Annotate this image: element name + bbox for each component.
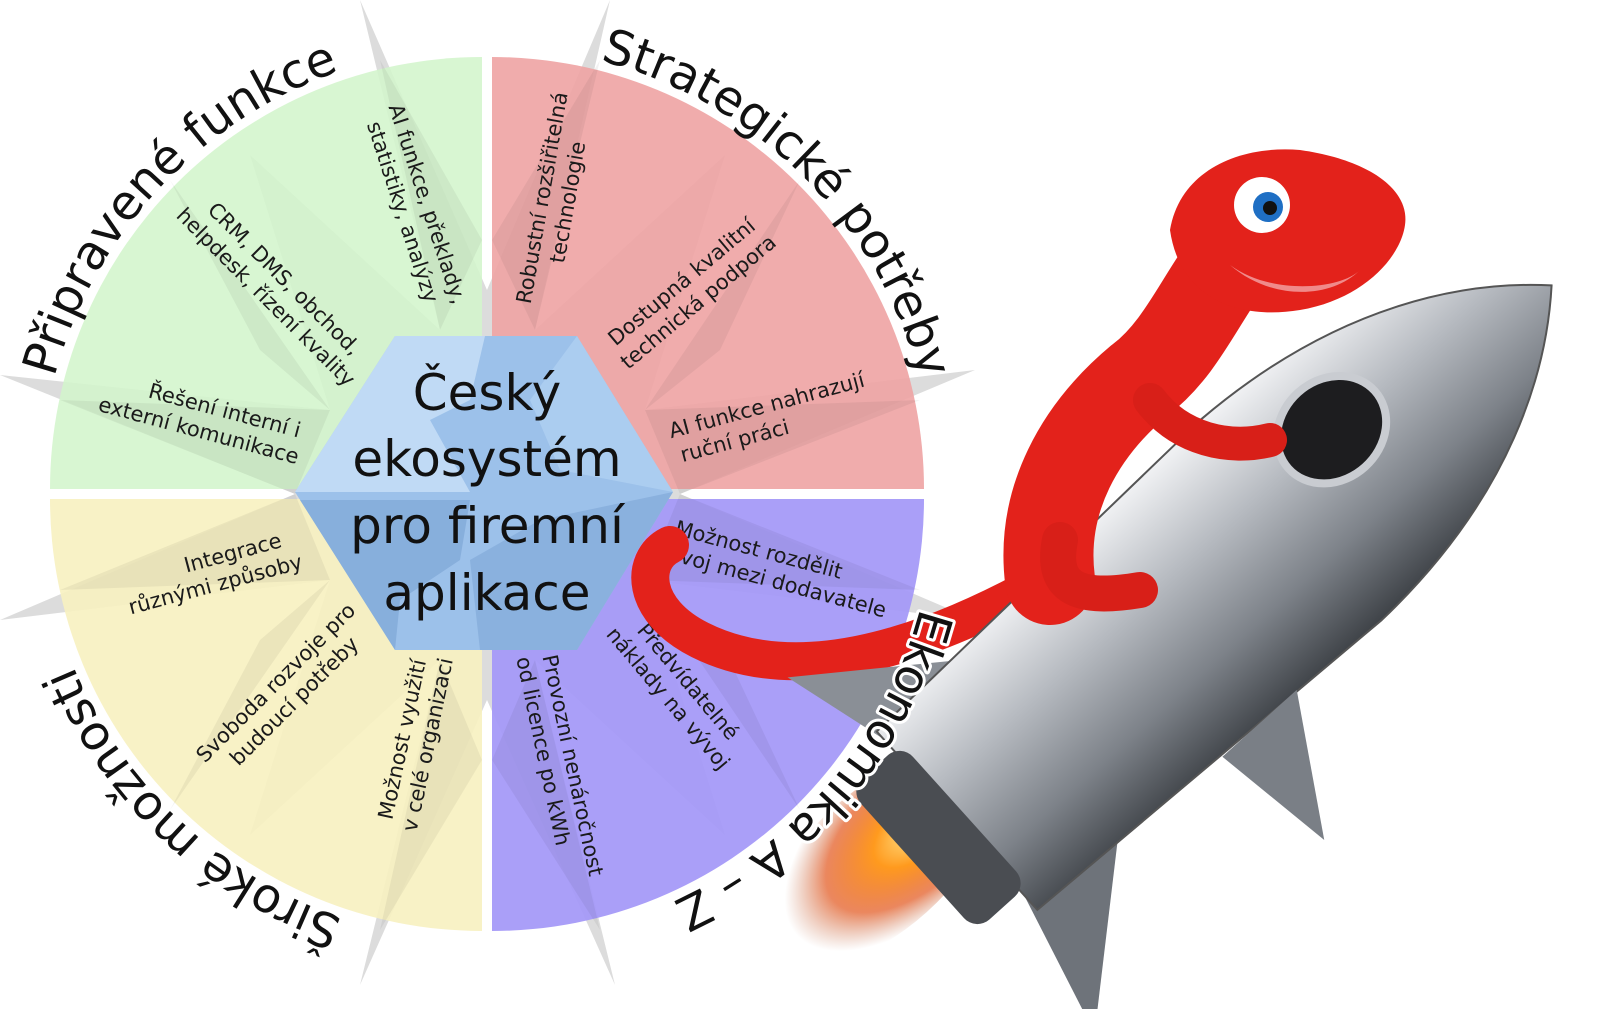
center-puzzle-hexagon bbox=[295, 336, 673, 650]
lizard-arm bbox=[1133, 383, 1287, 461]
center-title-line-2: ekosystém bbox=[352, 430, 621, 488]
lizard-leg bbox=[1040, 522, 1158, 612]
center-title-line-3: pro firemní bbox=[350, 497, 626, 555]
center-title: Český ekosystém pro firemní aplikace bbox=[350, 363, 626, 622]
lizard-riding-rocket-icon bbox=[631, 149, 1553, 1009]
rocket-fin bbox=[787, 658, 973, 739]
rocket-fin bbox=[1222, 689, 1325, 840]
lizard-mouth bbox=[1230, 265, 1360, 292]
rocket-window bbox=[1273, 371, 1391, 488]
center-title-line-4: aplikace bbox=[383, 564, 590, 622]
lizard-pupil bbox=[1263, 201, 1277, 215]
lizard-tail bbox=[631, 526, 1099, 681]
arrow-bands bbox=[60, 60, 920, 930]
lizard-head bbox=[1170, 149, 1406, 313]
rocket-nozzle bbox=[856, 750, 1021, 925]
rocket-fin bbox=[1023, 822, 1120, 1009]
lizard-body bbox=[1003, 215, 1275, 625]
center-title-line-1: Český bbox=[413, 363, 562, 422]
